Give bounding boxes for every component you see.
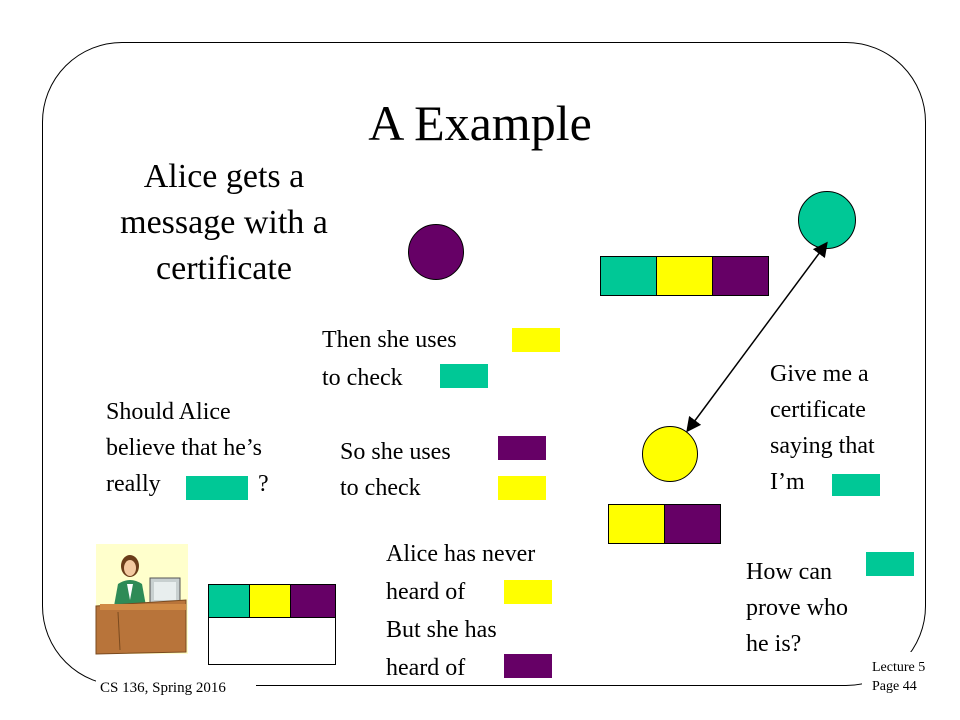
cert-bar-teal bbox=[600, 256, 657, 296]
teal-circle bbox=[798, 191, 856, 249]
cert-bar2-purple bbox=[664, 504, 721, 544]
text-should-alice: Should Alice bbox=[106, 399, 231, 425]
footer-page-number: Page 44 bbox=[872, 679, 917, 694]
cert3-yellow bbox=[249, 584, 291, 618]
cert3-body bbox=[208, 617, 336, 665]
text-heard-of-1: heard of bbox=[386, 579, 466, 605]
swatch-teal-1 bbox=[440, 364, 488, 388]
text-question: ? bbox=[258, 471, 269, 497]
text-then-uses: Then she uses bbox=[322, 327, 457, 353]
text-give-me: Give me a bbox=[770, 361, 869, 387]
text-believe: believe that he’s bbox=[106, 435, 262, 461]
slide-title: A Example bbox=[368, 95, 592, 151]
swatch-teal-4 bbox=[866, 552, 914, 576]
slide-frame bbox=[42, 42, 926, 686]
frame-gap-left bbox=[96, 676, 256, 690]
text-so-uses: So she uses bbox=[340, 439, 451, 465]
text-certificate: certificate bbox=[770, 397, 866, 423]
swatch-teal-2 bbox=[186, 476, 248, 500]
footer-lecture: Lecture 5 bbox=[872, 660, 926, 675]
swatch-purple-1 bbox=[498, 436, 546, 460]
text-heard-of-2: heard of bbox=[386, 655, 466, 681]
text-really: really bbox=[106, 471, 161, 497]
cert3-teal bbox=[208, 584, 250, 618]
slide-subtitle: Alice gets a message with a certificate bbox=[120, 158, 328, 287]
swatch-yellow-1 bbox=[512, 328, 560, 352]
text-saying-that: saying that bbox=[770, 433, 875, 459]
yellow-circle bbox=[642, 426, 698, 482]
footer-page: Lecture 5 Page 44 bbox=[872, 658, 932, 696]
text-to-check-2: to check bbox=[340, 475, 421, 501]
purple-circle bbox=[408, 224, 464, 280]
text-how-can: How can bbox=[746, 559, 832, 585]
footer-course: CS 136, Spring 2016 bbox=[100, 680, 226, 696]
text-to-check-1: to check bbox=[322, 365, 403, 391]
text-im: I’m bbox=[770, 469, 805, 495]
frame-gap-right bbox=[862, 652, 932, 692]
swatch-teal-3 bbox=[832, 474, 880, 496]
text-he-is: he is? bbox=[746, 631, 802, 657]
text-prove-who: prove who bbox=[746, 595, 848, 621]
swatch-yellow-3 bbox=[504, 580, 552, 604]
text-never-heard: Alice has never bbox=[386, 541, 536, 567]
text-but-she-has: But she has bbox=[386, 617, 497, 643]
swatch-purple-2 bbox=[504, 654, 552, 678]
swatch-yellow-2 bbox=[498, 476, 546, 500]
cert3-purple bbox=[290, 584, 336, 618]
